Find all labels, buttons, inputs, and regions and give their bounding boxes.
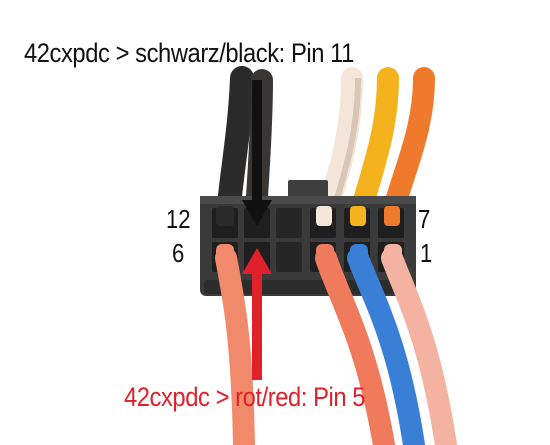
cavity-10 xyxy=(276,208,302,238)
housing-tab xyxy=(288,180,328,200)
top-label: 42cxpdc > schwarz/black: Pin 11 xyxy=(24,38,354,68)
pin-number-bottom-left: 6 xyxy=(172,238,185,268)
pin-number-top-left: 12 xyxy=(166,204,191,234)
bottom-label: 42cxpdc > rot/red: Pin 5 xyxy=(124,382,366,412)
black-wire xyxy=(216,66,254,227)
housing-top-edge xyxy=(200,196,416,204)
pink-wire xyxy=(381,247,457,445)
salmon-wire-left xyxy=(215,247,255,445)
top-wire-ends xyxy=(216,206,400,226)
salmon-wire-right xyxy=(315,247,395,445)
blue-wire xyxy=(347,247,425,445)
red-arrow xyxy=(242,248,272,380)
pin-number-bottom-right: 1 xyxy=(420,238,433,268)
black-arrow xyxy=(242,80,272,226)
cavity-4 xyxy=(276,242,302,272)
bottom-wires xyxy=(215,247,457,445)
yellow-wire xyxy=(349,67,399,226)
pin-number-top-right: 7 xyxy=(418,204,431,234)
bottom-wire-ends xyxy=(216,244,402,266)
